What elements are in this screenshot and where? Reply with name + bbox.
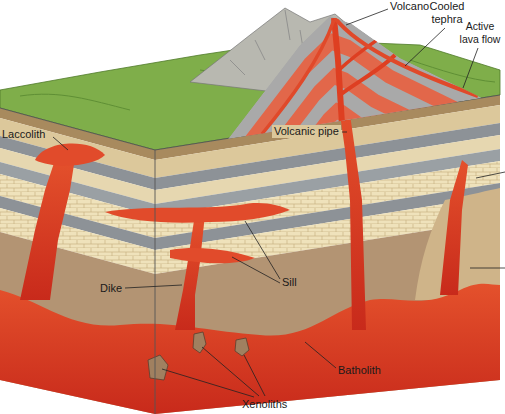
part-label: Cooled tephra — [425, 0, 469, 26]
leader-lines — [53, 9, 505, 397]
volcano-cone — [228, 16, 482, 154]
part-label: Sill — [282, 276, 297, 289]
part-label: Volcanic pipe — [272, 125, 341, 138]
part-label: Batholith — [338, 364, 381, 377]
part-label: Active lava flow — [458, 20, 502, 46]
part-label: Dike — [100, 282, 122, 295]
part-label: Volcano — [390, 0, 429, 13]
part-label: Laccolith — [2, 128, 45, 141]
part-label: Xenoliths — [242, 398, 287, 411]
rock-strata — [0, 95, 500, 414]
block-edges — [0, 95, 500, 414]
